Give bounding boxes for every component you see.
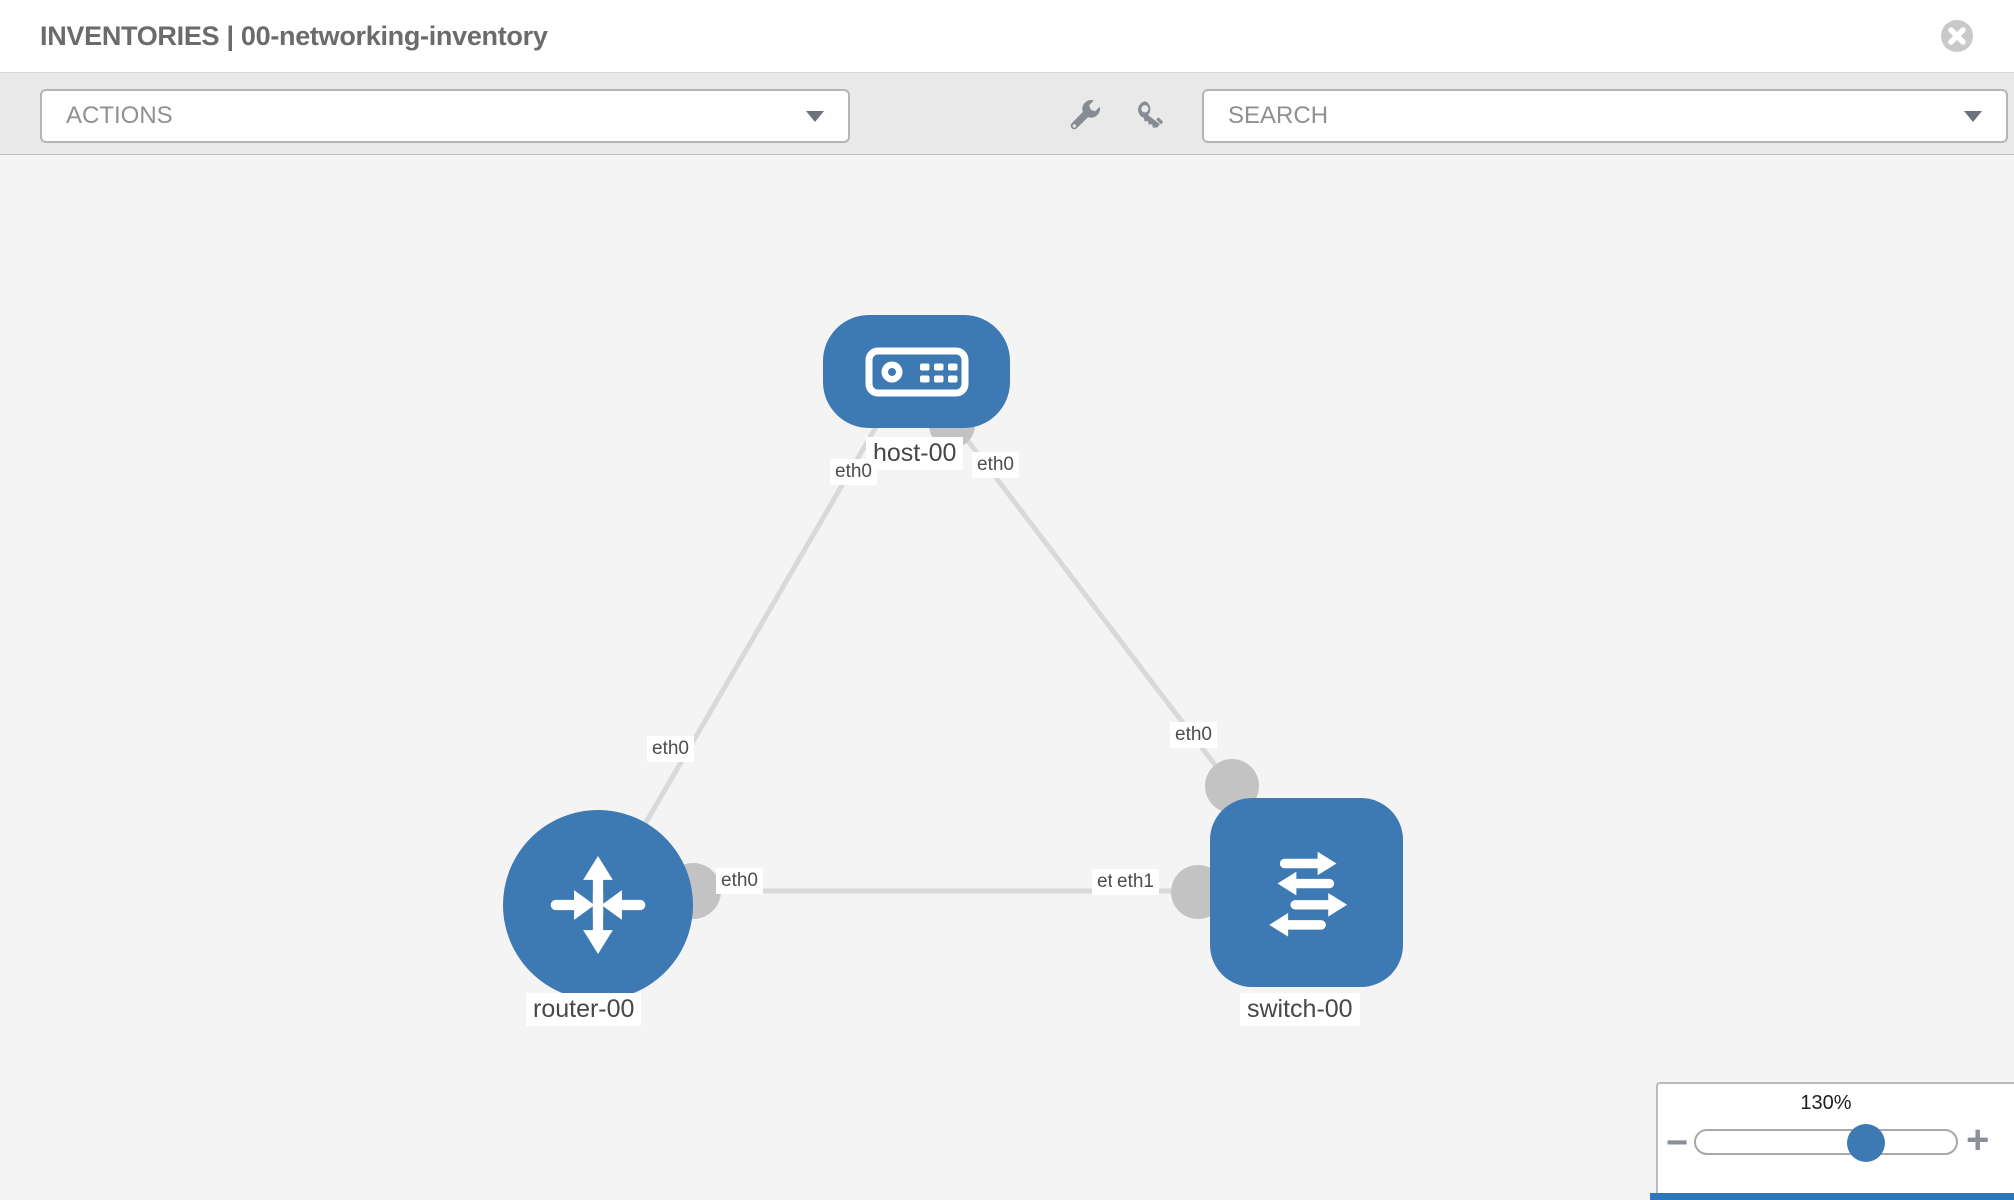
header: INVENTORIES | 00-networking-inventory [0,0,2014,72]
interface-label-mid-switch: eth1 [1112,869,1159,895]
interface-label-mid-router: eth0 [716,868,763,894]
node-label-switch: switch-00 [1240,993,1360,1026]
node-host-00[interactable] [823,315,1010,428]
actions-dropdown-label: ACTIONS [66,102,173,129]
host-icon [865,347,968,396]
zoom-slider-track[interactable] [1694,1129,1958,1155]
wrench-button[interactable] [1061,91,1109,139]
wrench-icon [1070,100,1100,130]
zoom-slider-thumb[interactable] [1847,1124,1885,1162]
interface-label-host-right: eth0 [972,452,1019,478]
node-router-00[interactable] [503,810,693,1000]
toolbar: ACTIONS SEARCH [0,72,2014,155]
interface-label-switch-top: eth0 [1170,722,1217,748]
zoom-out-button[interactable]: − [1666,1122,1689,1164]
node-label-host: host-00 [866,437,964,470]
close-button[interactable] [1940,19,1974,53]
page-title: INVENTORIES | 00-networking-inventory [40,20,548,51]
key-button[interactable] [1129,91,1177,139]
search-dropdown-label: SEARCH [1228,102,1329,129]
node-label-router: router-00 [526,993,642,1026]
topology-canvas[interactable] [0,155,2014,1200]
zoom-level-value: 130% [1800,1092,1852,1114]
switch-icon [1268,851,1347,937]
chevron-down-icon [1964,110,1982,122]
interface-label-host-left: eth0 [830,459,877,485]
actions-dropdown[interactable]: ACTIONS [40,89,850,143]
zoom-in-button[interactable]: + [1966,1118,1990,1162]
router-icon [550,855,646,955]
bottom-blue-strip [1650,1193,2014,1200]
key-icon [1138,101,1163,128]
zoom-widget: 130% − + [1656,1082,2014,1200]
interface-label-router-top: eth0 [647,736,694,762]
chevron-down-icon [806,110,824,122]
search-dropdown[interactable]: SEARCH [1202,89,2008,143]
node-switch-00[interactable] [1210,798,1403,987]
close-icon [1941,20,1973,52]
